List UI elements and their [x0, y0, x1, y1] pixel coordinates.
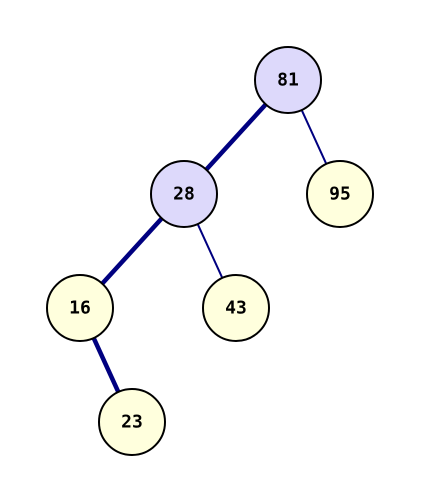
tree-node-23: 23: [98, 388, 166, 456]
edge-81-28: [204, 102, 268, 172]
nodes-layer: 81 28 95 16 43 23: [46, 46, 374, 456]
node-label: 23: [121, 412, 143, 433]
node-label: 43: [225, 298, 247, 319]
edge-16-23: [91, 337, 121, 393]
node-circle: [254, 46, 322, 114]
node-label: 95: [329, 184, 351, 205]
node-label: 16: [69, 298, 91, 319]
tree-node-81: 81: [254, 46, 322, 114]
node-circle: [150, 160, 218, 228]
edge-28-16: [100, 216, 164, 286]
edges-layer: [91, 102, 328, 393]
edge-28-43: [196, 223, 224, 279]
tree-node-16: 16: [46, 274, 114, 342]
tree-node-28: 28: [150, 160, 218, 228]
tree-node-95: 95: [306, 160, 374, 228]
node-circle: [202, 274, 270, 342]
node-circle: [46, 274, 114, 342]
node-label: 28: [173, 184, 195, 205]
tree-node-43: 43: [202, 274, 270, 342]
node-label: 81: [277, 70, 299, 91]
node-circle: [306, 160, 374, 228]
node-circle: [98, 388, 166, 456]
edge-81-95: [300, 109, 328, 165]
